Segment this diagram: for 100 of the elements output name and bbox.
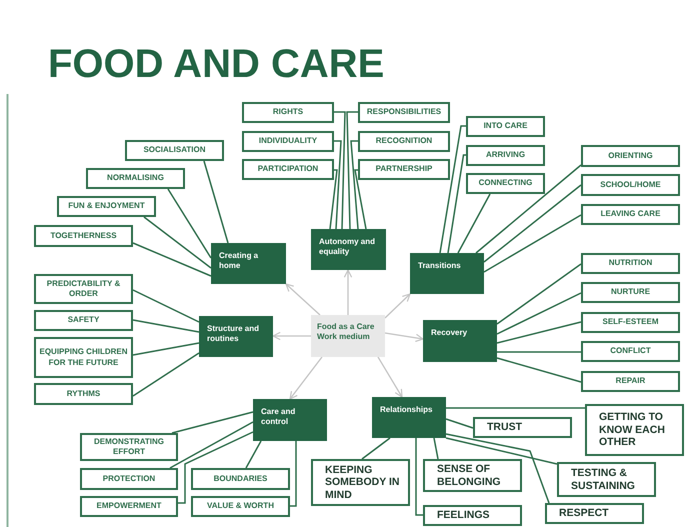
subtopic-box [80, 468, 178, 490]
subtopic-box [581, 371, 680, 392]
connector-line [446, 437, 558, 465]
connector-line [457, 194, 491, 254]
node-label: PROTECTION [102, 474, 156, 484]
node-label: PARTNERSHIP [376, 164, 432, 175]
subtopic-box [86, 168, 185, 189]
subtopic-box [34, 274, 133, 304]
connector-line [329, 169, 338, 230]
subtopic-box [34, 337, 133, 378]
node-label: RIGHTS [272, 107, 304, 118]
subtopic-box [358, 159, 450, 180]
subtopic-box [466, 145, 545, 166]
arrow [285, 283, 320, 316]
subtopic-box [358, 131, 450, 152]
node-label: PARTICIPATION [258, 164, 318, 175]
theme-box [423, 320, 497, 362]
subtopic-box [545, 503, 644, 524]
connector-line [172, 411, 254, 434]
subtopic-box [242, 131, 334, 152]
theme-box [311, 229, 386, 270]
subtopic-box [34, 310, 133, 331]
subtopic-box [358, 102, 450, 123]
theme-box [199, 316, 273, 357]
connector-line [439, 125, 466, 254]
connector-line [132, 352, 200, 397]
node-label: SCHOOL/HOME [600, 180, 661, 190]
node-label: REPAIR [616, 376, 646, 387]
connector-line [132, 289, 200, 323]
subtopic-box [311, 459, 410, 506]
central-topic-box [311, 315, 385, 357]
connector-line [354, 169, 367, 230]
subtopic-box [581, 253, 680, 274]
connector-line [496, 321, 582, 344]
subtopic-box [423, 459, 522, 492]
connector-line [290, 441, 297, 507]
node-label: RYTHMS [66, 388, 100, 400]
node-label: SELF-ESTEEM [602, 317, 658, 328]
connector-line [350, 140, 359, 230]
node-label: GETTING TO KNOW EACH OTHER [599, 411, 666, 449]
node-label: Food as a Care Work medium [317, 322, 376, 344]
theme-box [211, 243, 286, 284]
node-label: INTO CARE [484, 121, 528, 132]
arrow [377, 356, 403, 398]
subtopic-box [581, 282, 680, 303]
node-label: NORMALISING [107, 173, 164, 184]
arrow [344, 269, 352, 315]
connector-line [334, 111, 346, 230]
connector-line [446, 418, 474, 429]
subtopic-box [581, 341, 680, 362]
connector-line [497, 351, 581, 353]
node-label: Structure and routines [207, 324, 260, 346]
connector-line [496, 292, 582, 335]
node-label: EQUIPPING CHILDREN FOR THE FUTURE [38, 347, 128, 368]
node-label: EMPOWERMENT [96, 501, 162, 512]
connector-line [144, 216, 212, 269]
subtopic-box [191, 468, 290, 490]
connector-line [415, 438, 423, 516]
node-label: Transitions [418, 261, 461, 272]
node-label: RECOGNITION [376, 136, 432, 147]
node-label: RESPONSIBILITIES [366, 107, 442, 118]
node-label: TRUST [487, 421, 522, 434]
node-label: DEMONSTRATING EFFORT [92, 436, 166, 458]
subtopic-box [473, 417, 572, 438]
subtopic-box [242, 159, 334, 180]
node-label: CONNECTING [478, 178, 532, 189]
node-label: VALUE & WORTH [207, 501, 274, 512]
theme-box [410, 253, 484, 294]
node-label: PREDICTABILITY & ORDER [46, 278, 122, 300]
connector-line [346, 111, 358, 230]
subtopic-box [57, 196, 156, 217]
connector-line [496, 263, 582, 325]
connector-line [476, 164, 582, 254]
node-label: TESTING & SUSTAINING [571, 466, 636, 492]
node-label: NUTRITION [608, 258, 652, 269]
node-label: ORIENTING [608, 150, 653, 162]
connector-line [446, 407, 585, 409]
connector-line [446, 433, 550, 504]
connector-line [132, 242, 212, 277]
connector-line [167, 188, 212, 258]
connector-line [496, 357, 582, 383]
subtopic-box [80, 433, 178, 461]
subtopic-box [34, 225, 133, 247]
subtopic-box [585, 404, 684, 456]
subtopic-box [466, 173, 545, 194]
arrow [384, 293, 411, 318]
connector-line [484, 214, 582, 273]
connector-line [245, 440, 262, 468]
connector-line [484, 184, 582, 263]
theme-box [372, 397, 446, 438]
subtopic-box [423, 505, 522, 526]
node-label: CONFLICT [610, 346, 651, 357]
node-label: Creating a home [219, 251, 260, 272]
connector-line [362, 437, 390, 460]
subtopic-box [80, 496, 178, 517]
subtopic-box [581, 145, 680, 167]
theme-box [253, 399, 327, 441]
subtopic-box [191, 496, 290, 517]
connector-line [132, 319, 200, 333]
node-label: SAFETY [68, 315, 100, 326]
